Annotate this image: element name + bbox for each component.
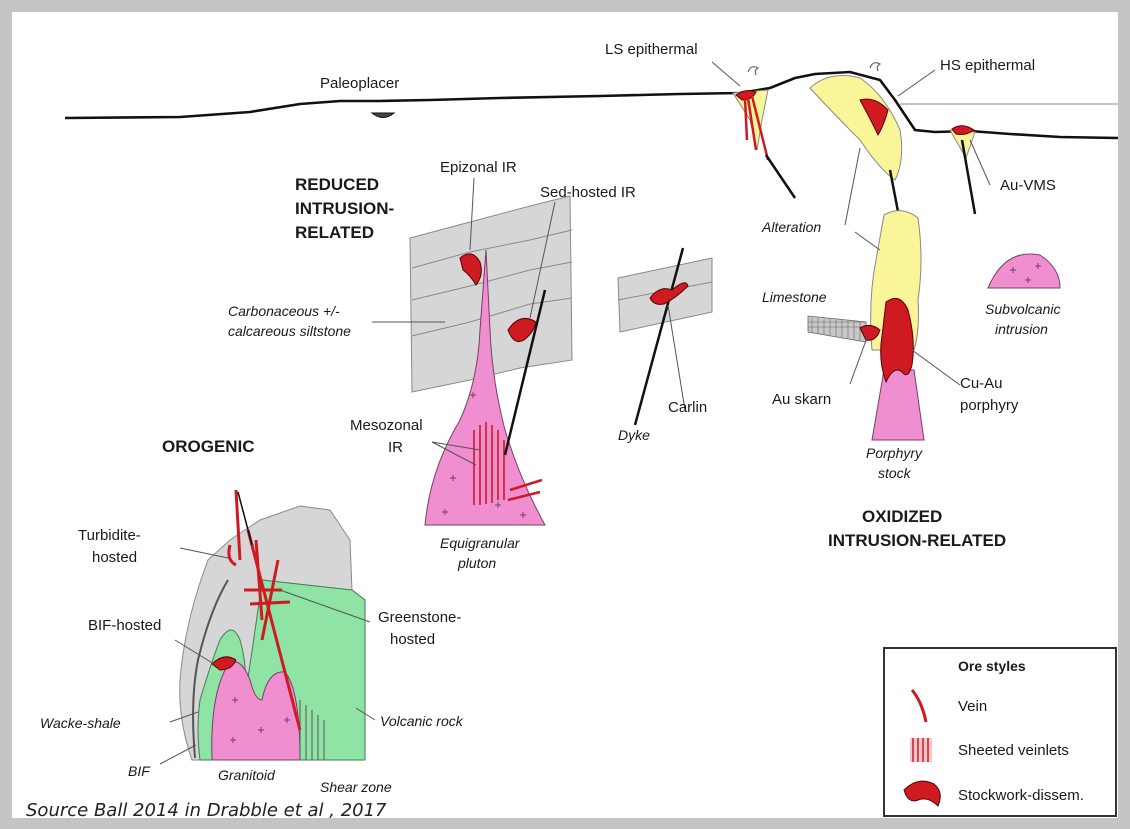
label-equigranular-1: Equigranular: [440, 535, 521, 551]
paleoplacer-lens: [372, 113, 394, 118]
gold-deposit-models-diagram: Paleoplacer LS epithermal HS epithermal …: [12, 12, 1118, 818]
cu-au-porphyry-ore: [881, 298, 914, 382]
label-subvolcanic-2: intrusion: [995, 321, 1048, 337]
hs-hot-spring-icon: [870, 63, 880, 71]
label-carbonaceous-2: calcareous siltstone: [228, 323, 351, 339]
label-alteration: Alteration: [761, 219, 821, 235]
label-subvolcanic-1: Subvolcanic: [985, 301, 1061, 317]
legend-title: Ore styles: [958, 658, 1026, 674]
label-carbonaceous-1: Carbonaceous +/-: [228, 303, 340, 319]
label-wacke-shale: Wacke-shale: [40, 715, 121, 731]
ls-epithermal-feeder: [766, 155, 795, 198]
label-hs-epithermal: HS epithermal: [940, 57, 1035, 74]
legend-item-label: Vein: [958, 698, 987, 715]
label-greenstone-1: Greenstone-: [378, 609, 461, 626]
subvolcanic-intrusion: [988, 254, 1060, 288]
label-limestone: Limestone: [762, 289, 827, 305]
ls-hot-spring-icon: [748, 67, 758, 75]
label-mesozonal-1: Mesozonal: [350, 417, 423, 434]
label-porphyry-stock-2: stock: [878, 465, 912, 481]
label-carlin: Carlin: [668, 399, 707, 416]
label-reduced-2: INTRUSION-: [295, 199, 394, 218]
label-cu-au-1: Cu-Au: [960, 375, 1003, 392]
label-oxidized-1: OXIDIZED: [862, 507, 942, 526]
legend: Ore styles Vein Sheeted veinlets Stockwo…: [884, 648, 1116, 816]
label-turbidite-1: Turbidite-: [78, 527, 141, 544]
label-dyke: Dyke: [618, 427, 650, 443]
label-granitoid: Granitoid: [218, 767, 276, 783]
label-epizonal-ir: Epizonal IR: [440, 159, 517, 176]
label-bif-hosted: BIF-hosted: [88, 617, 161, 634]
label-orogenic: OROGENIC: [162, 437, 255, 456]
label-volcanic-rock: Volcanic rock: [380, 713, 464, 729]
label-shear-zone: Shear zone: [320, 779, 392, 795]
limestone-bed: [808, 316, 866, 342]
legend-item-label: Stockwork-dissem.: [958, 787, 1084, 804]
diagram-panel: Paleoplacer LS epithermal HS epithermal …: [12, 12, 1118, 818]
label-porphyry-stock-1: Porphyry: [866, 445, 923, 461]
label-ls-epithermal: LS epithermal: [605, 41, 698, 58]
label-cu-au-2: porphyry: [960, 397, 1019, 414]
label-oxidized-2: INTRUSION-RELATED: [828, 531, 1006, 550]
label-reduced-3: RELATED: [295, 223, 374, 242]
label-reduced-1: REDUCED: [295, 175, 379, 194]
label-sed-hosted-ir: Sed-hosted IR: [540, 184, 636, 201]
label-bif: BIF: [128, 763, 151, 779]
porphyry-stock: [872, 370, 924, 440]
sheeted-veinlets-icon: [910, 738, 932, 762]
label-au-vms: Au-VMS: [1000, 177, 1056, 194]
label-mesozonal-2: IR: [388, 439, 403, 456]
label-greenstone-2: hosted: [390, 631, 435, 648]
label-equigranular-2: pluton: [457, 555, 496, 571]
label-turbidite-2: hosted: [92, 549, 137, 566]
source-caption: Source Ball 2014 in Drabble et al , 2017: [26, 800, 387, 821]
label-paleoplacer: Paleoplacer: [320, 75, 399, 92]
legend-item-label: Sheeted veinlets: [958, 742, 1069, 759]
label-au-skarn: Au skarn: [772, 391, 831, 408]
